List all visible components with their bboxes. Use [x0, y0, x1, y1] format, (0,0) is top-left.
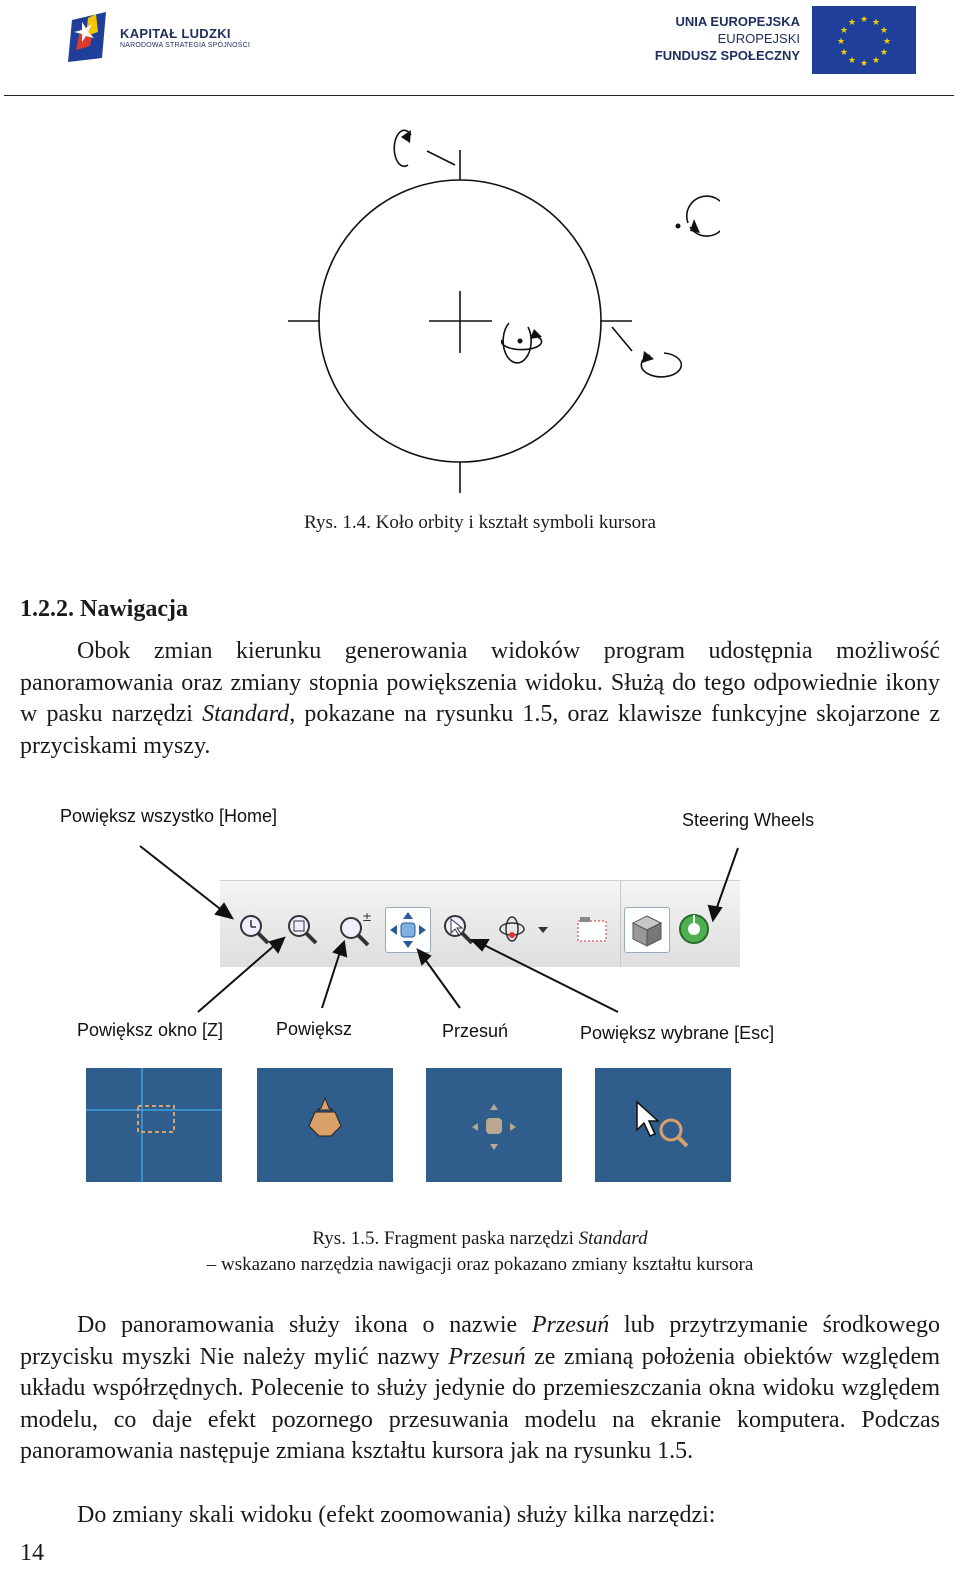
p2-text-c: ze zmianą położenia obiektów względem uk…	[20, 1343, 940, 1465]
orbit-circle-diagram	[288, 129, 720, 493]
zoom-button[interactable]: ±	[332, 907, 376, 951]
pan-hand-cursor-icon	[472, 1104, 516, 1150]
label-zoom: Powiększ	[276, 1019, 353, 1039]
svg-text:★: ★	[840, 48, 848, 58]
paragraph-3: Do zmiany skali widoku (efekt zoomowania…	[20, 1500, 940, 1532]
eu-line-1: UNIA EUROPEJSKA	[675, 14, 800, 29]
orbit-button[interactable]	[490, 907, 534, 951]
eu-line-3: FUNDUSZ SPOŁECZNY	[654, 48, 800, 63]
svg-text:★: ★	[883, 37, 891, 47]
para1-text-a: Obok zmian kierunku generowania widoków …	[20, 638, 940, 727]
kapital-ludzki-emblem-icon	[68, 12, 106, 62]
magnifier-cursor-icon	[444, 915, 474, 945]
cursor-zoom-window-box	[86, 1068, 222, 1182]
zoom-all-button[interactable]	[232, 907, 276, 951]
svg-text:★: ★	[872, 56, 880, 66]
label-steering-wheels: Steering Wheels	[682, 810, 815, 830]
named-views-button[interactable]	[570, 907, 614, 951]
zoom-selected-button[interactable]	[436, 907, 480, 951]
orbit-icon	[499, 916, 525, 942]
svg-text:±: ±	[362, 910, 372, 924]
callout-arrows	[139, 845, 739, 1013]
eu-flag-icon: ★★★ ★★★ ★★★ ★★★	[812, 6, 916, 74]
svg-text:★: ★	[848, 56, 856, 66]
magnifier-window-icon	[288, 915, 318, 945]
eu-line-2: EUROPEJSKI	[717, 31, 800, 46]
label-pan: Przesuń	[442, 1021, 509, 1041]
label-zoom-window: Powiększ okno [Z]	[77, 1020, 224, 1040]
label-zoom-all: Powiększ wszystko [Home]	[60, 806, 278, 826]
cursor-pan-box	[426, 1068, 562, 1182]
header-rule	[4, 95, 954, 96]
crosshair-window-cursor-icon	[86, 1068, 222, 1182]
view-frame-icon	[577, 917, 607, 942]
svg-text:★: ★	[880, 48, 888, 58]
chevron-down-icon	[538, 927, 548, 933]
cursor-zoom-selected-box	[595, 1068, 731, 1182]
svg-text:★: ★	[880, 26, 888, 36]
pan-button[interactable]	[385, 907, 431, 953]
figure-1-5-caption: Rys. 1.5. Fragment paska narzędzi Standa…	[0, 1228, 960, 1250]
svg-text:★: ★	[872, 18, 880, 28]
p2-text-b: lub przytrzymanie środkowego przycisku m…	[20, 1312, 940, 1370]
paragraph-2: Do panoramowania służy ikona o nazwie Pr…	[20, 1310, 940, 1468]
magnifier-plus-icon: ±	[340, 910, 372, 947]
zoom-window-button[interactable]	[280, 907, 324, 951]
magnifier-clock-icon	[240, 915, 270, 945]
svg-text:★: ★	[837, 37, 845, 47]
steering-wheel-icon	[679, 914, 709, 944]
page-number: 14	[20, 1540, 44, 1566]
cursor-zoom-box	[257, 1068, 393, 1182]
pan-arrows-icon	[390, 912, 426, 948]
paragraph-1: Obok zmian kierunku generowania widoków …	[20, 636, 940, 762]
p2-italic-1: Przesuń	[531, 1312, 610, 1338]
para1-italic: Standard	[202, 701, 290, 727]
svg-text:★: ★	[840, 26, 848, 36]
p2-text-a: Do panoramowania służy ikona o nazwie	[77, 1312, 532, 1338]
figure-1-4-caption: Rys. 1.4. Koło orbity i kształt symboli …	[304, 512, 656, 533]
p3-text: Do zmiany skali widoku (efekt zoomowania…	[77, 1502, 716, 1528]
svg-text:★: ★	[860, 15, 868, 25]
cube-icon	[631, 915, 663, 947]
kl-title: KAPITAŁ LUDZKI	[120, 26, 231, 41]
fig15-caption-text: Rys. 1.5. Fragment paska narzędzi	[312, 1228, 579, 1249]
zoom-cursor-icon	[308, 1096, 342, 1137]
svg-text:★: ★	[848, 18, 856, 28]
fig15-caption-italic: Standard	[578, 1228, 648, 1249]
label-zoom-selected: Powiększ wybrane [Esc]	[580, 1023, 775, 1043]
svg-text:★: ★	[860, 59, 868, 69]
kl-subtitle: NARODOWA STRATEGIA SPÓJNOŚCI	[120, 42, 251, 49]
standard-toolbar: ±	[220, 880, 740, 967]
orbit-dropdown-button[interactable]	[532, 907, 554, 951]
steering-wheels-button[interactable]	[672, 907, 716, 951]
visual-style-button[interactable]	[624, 907, 670, 953]
para1-text-b: , pokazane na rysunku 1.5, oraz klawisze…	[20, 701, 940, 759]
section-heading: 1.2.2. Nawigacja	[20, 596, 188, 622]
arrow-magnifier-cursor-icon	[636, 1100, 689, 1148]
p2-italic-2: Przesuń	[448, 1343, 526, 1370]
kapital-ludzki-logo	[66, 10, 266, 66]
figure-1-5-caption-line2: – wskazano narzędzia nawigacji oraz poka…	[206, 1254, 754, 1275]
